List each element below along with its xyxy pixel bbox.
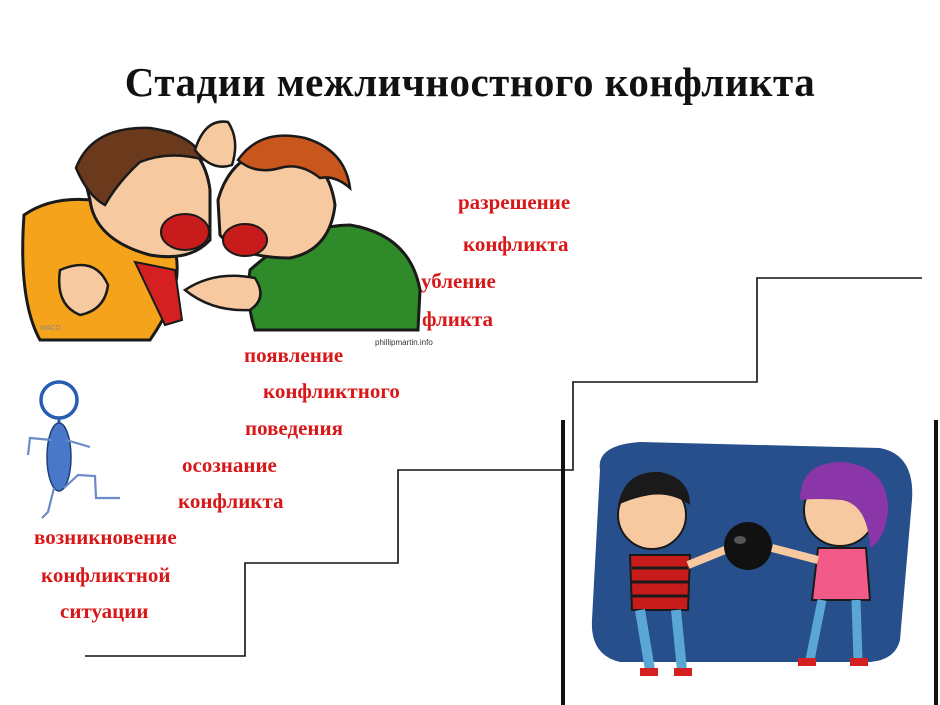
stage-2-line-1: осознание [182, 455, 277, 476]
stage-1-line-3: ситуации [60, 601, 148, 622]
stage-3-line-3: поведения [245, 418, 343, 439]
stage-2-line-2: конфликта [178, 491, 283, 512]
stage-3-line-2: конфликтного [263, 381, 400, 402]
stage-1-line-2: конфликтной [41, 565, 170, 586]
stage-5-line-2: конфликта [463, 234, 568, 255]
stage-4-line-1: убление [421, 271, 496, 292]
stage-3-line-1: появление [244, 345, 343, 366]
stage-5-line-1: разрешение [458, 192, 570, 213]
stage-4-line-2: фликта [422, 309, 493, 330]
stage-1-line-1: возникновение [34, 527, 177, 548]
